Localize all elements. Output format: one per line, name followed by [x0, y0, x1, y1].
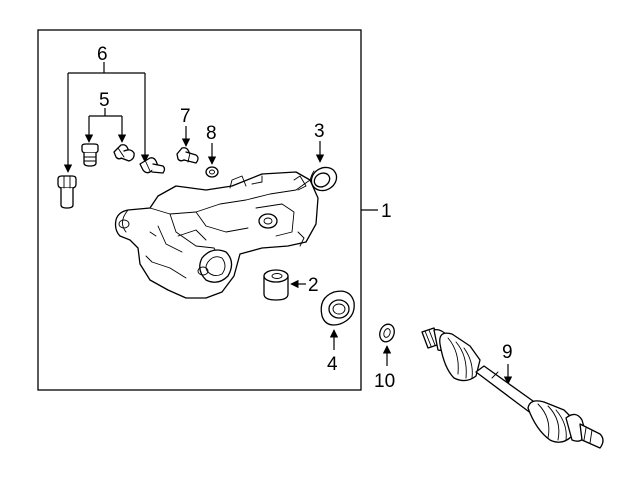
callout-9: 9: [502, 342, 513, 363]
callout-6: 6: [97, 44, 108, 65]
callout-1: 1: [381, 201, 392, 222]
callout-7: 7: [180, 106, 191, 127]
seal-4-icon: [320, 290, 355, 326]
callout-4: 4: [327, 354, 338, 375]
differential-housing-icon: [114, 171, 319, 299]
washer-8-icon: [205, 166, 219, 178]
washer-10-icon: [379, 323, 395, 343]
axle-shaft-icon: [421, 327, 604, 449]
callout-2: 2: [308, 275, 319, 296]
bolt-6-left-icon: [57, 175, 77, 209]
callout-5: 5: [99, 90, 110, 111]
callout-3: 3: [314, 121, 325, 142]
plug-5-left-icon: [81, 143, 99, 167]
callout-10: 10: [374, 371, 395, 392]
plug-7-icon: [176, 147, 199, 164]
seal-3-icon: [309, 166, 338, 192]
bushing-2-icon: [263, 269, 289, 301]
callout-5-bracket: [84, 108, 127, 143]
plug-5-right-icon: [113, 144, 135, 162]
callout-6-bracket: [63, 62, 150, 173]
callout-8: 8: [206, 123, 217, 144]
plug-6-right-icon: [139, 157, 166, 174]
